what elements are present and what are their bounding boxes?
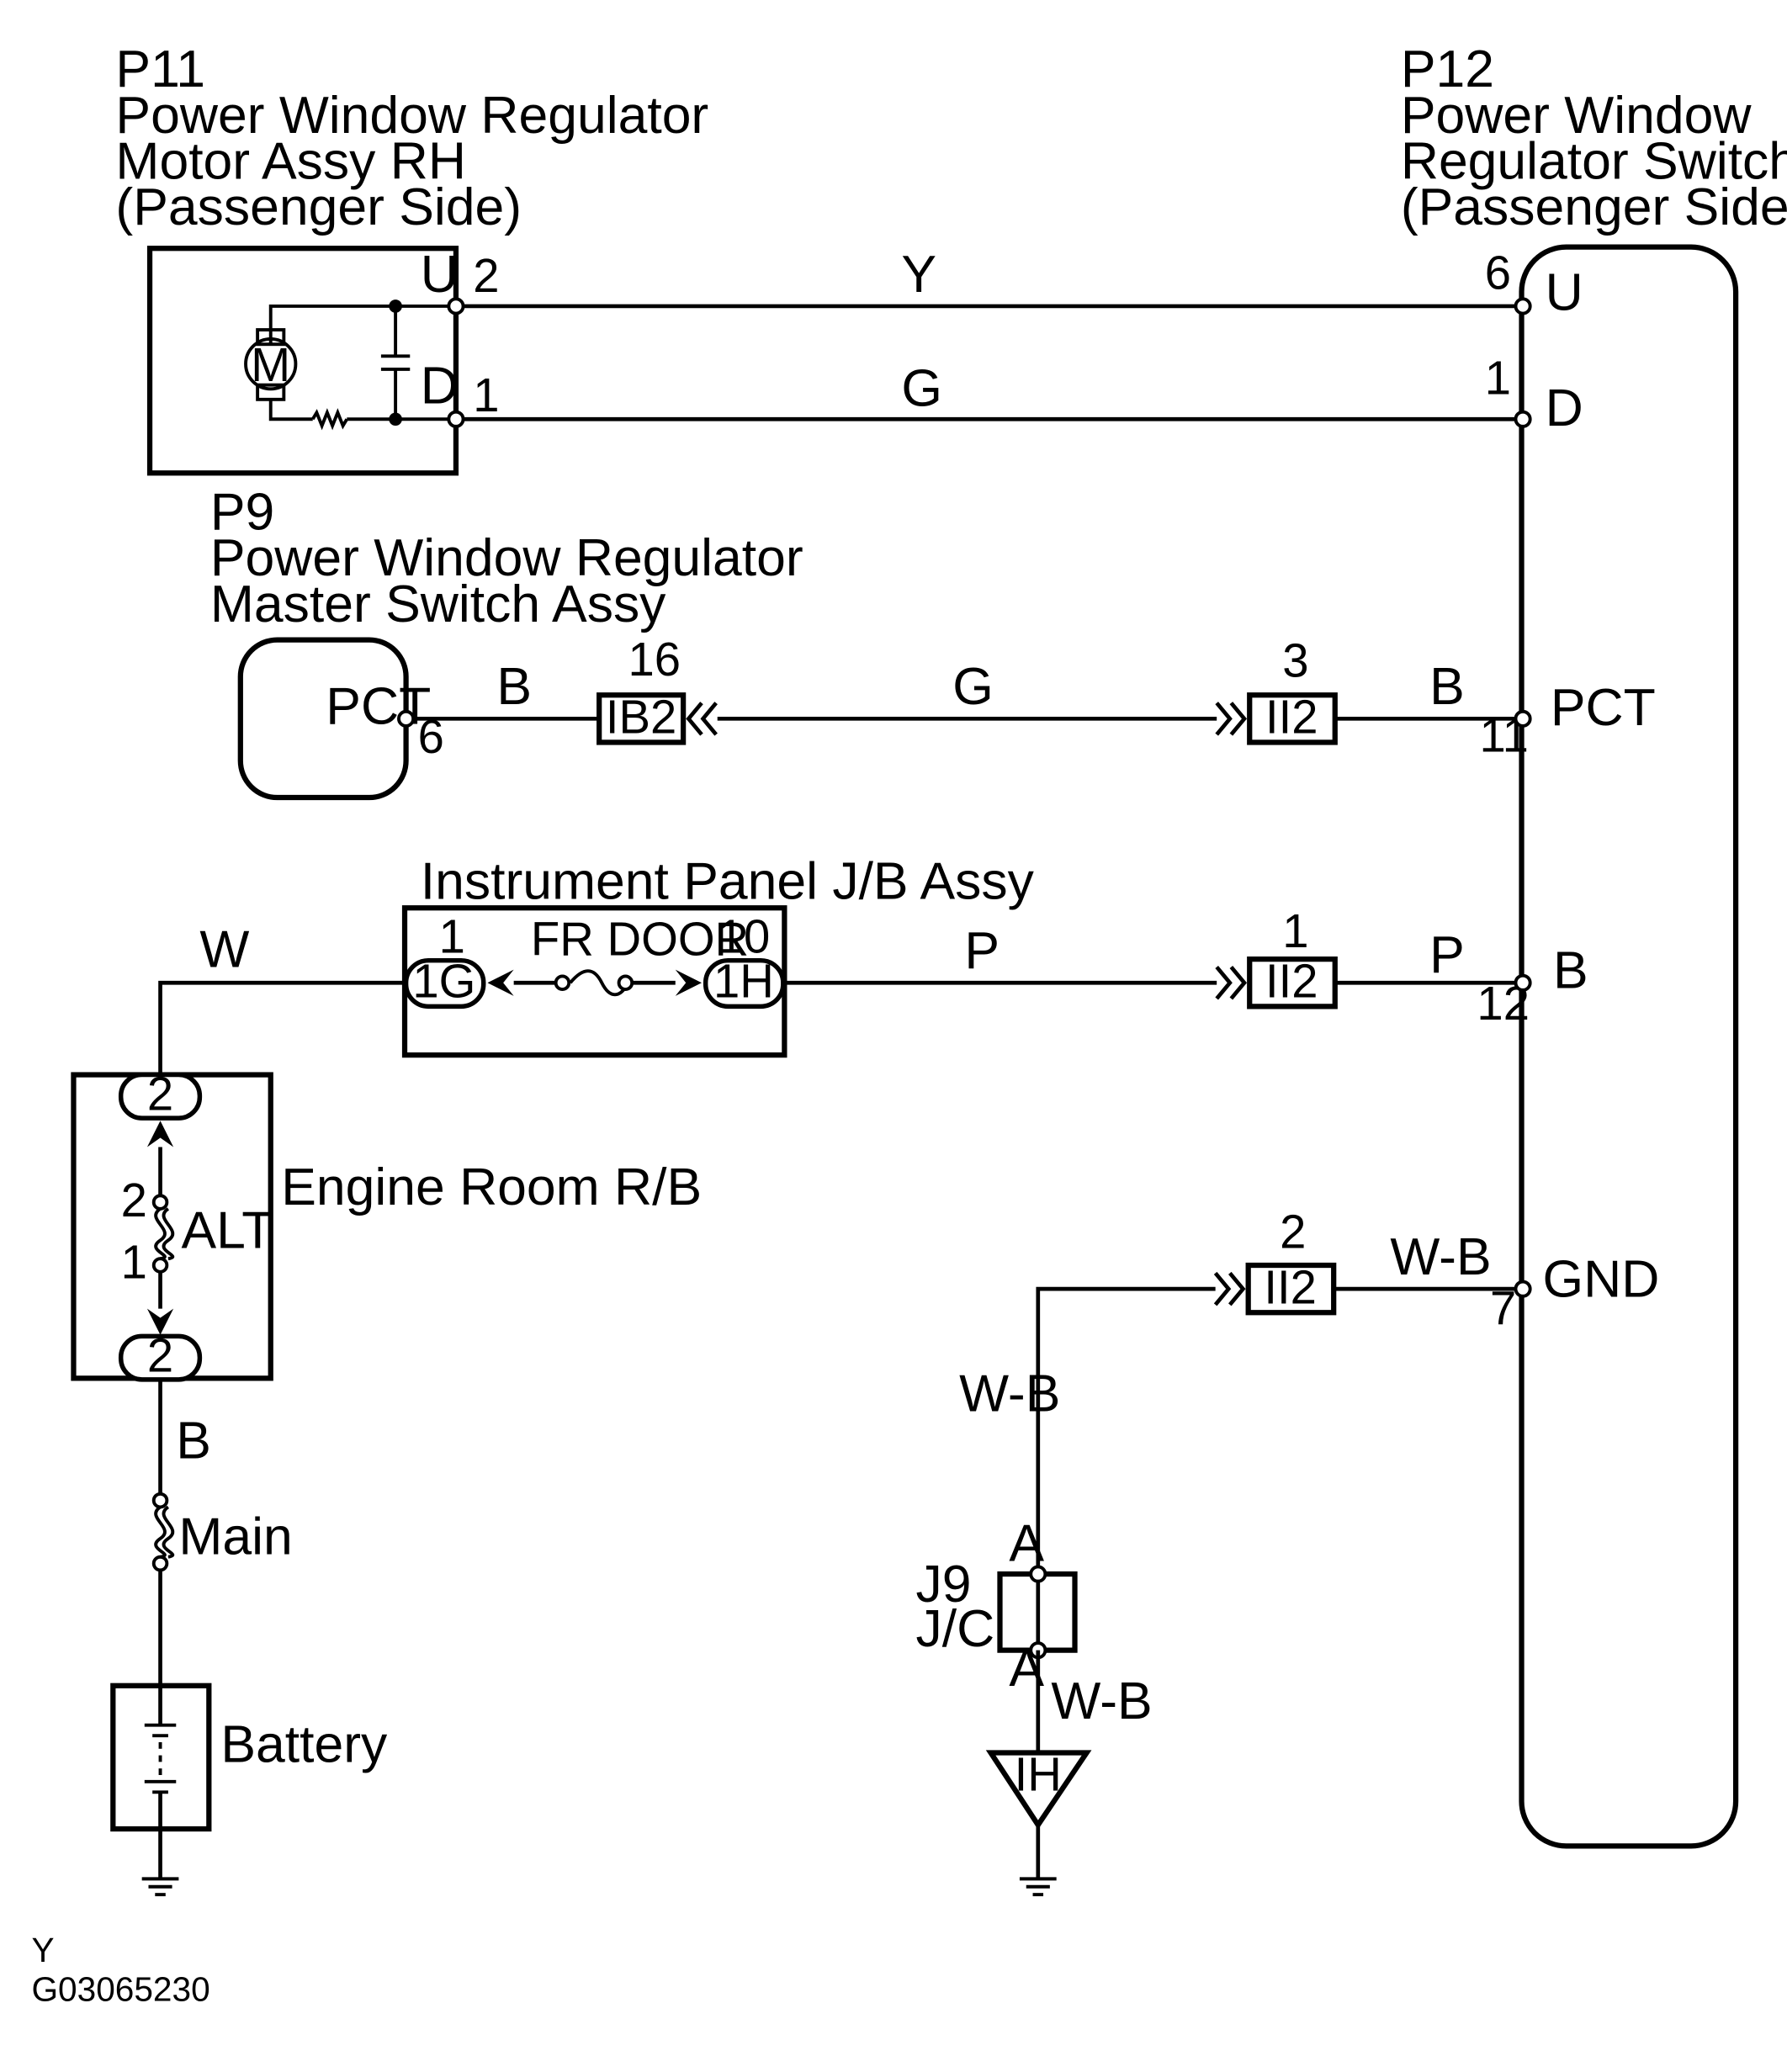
motor-symbol xyxy=(244,337,298,391)
connector-ib2-name: IB2 xyxy=(606,691,676,744)
p12-switch-assy: P12 Power Window Regulator Switch Assy (… xyxy=(1401,40,1787,1849)
pct-mid-wire-color: G xyxy=(952,657,994,716)
p12-name-line2: Regulator Switch Assy xyxy=(1401,131,1787,190)
ih-ground-icon xyxy=(1019,1877,1057,1897)
p11-housing xyxy=(146,246,459,476)
jc-name: J/C xyxy=(916,1599,995,1658)
connector-ii2-b-pin: 1 xyxy=(1282,904,1308,957)
p12-terminal-d: D xyxy=(1546,379,1583,437)
p11-name-line3: (Passenger Side) xyxy=(115,178,522,236)
alt-pin-top: 2 xyxy=(121,1174,147,1227)
power-circuit: W P II2 1 P xyxy=(158,904,1532,1075)
pct-right-wire-color: B xyxy=(1429,657,1465,716)
b-left-wire-color: W xyxy=(199,920,249,979)
b-mid-wire-color: P xyxy=(964,921,1000,980)
jc-code: J9 xyxy=(916,1555,972,1614)
p9-code: P9 xyxy=(210,482,274,541)
figure-code: G03065230 xyxy=(31,1970,209,2009)
b-right-wire-color: P xyxy=(1429,925,1465,984)
connector-ii2-pct-name: II2 xyxy=(1265,691,1318,744)
rb-to-main-wire-color: B xyxy=(176,1412,211,1471)
rb-connector-top xyxy=(118,1072,203,1121)
gnd-vertical-wire-color: W-B xyxy=(959,1364,1060,1423)
wire-u-color: Y xyxy=(901,245,936,304)
p12-name-line1: Power Window xyxy=(1401,86,1752,145)
connector-ii2-pct-pin: 3 xyxy=(1282,633,1308,686)
jb-in-pin: 1 xyxy=(439,909,465,962)
p11-pin-u: 2 xyxy=(473,249,499,302)
ground-circuit: W-B II2 2 W-B A A J9 J/C W-B IH xyxy=(916,1206,1532,1897)
rb-title: Engine Room R/B xyxy=(281,1158,702,1216)
motor-wires: Y G xyxy=(447,245,1532,428)
p11-name-line2: Motor Assy RH xyxy=(115,131,466,190)
connector-ii2-pct xyxy=(1247,692,1338,745)
battery-label: Battery xyxy=(220,1714,388,1773)
main-fuse-name: Main xyxy=(178,1508,292,1566)
rb-connector-bottom-pin: 2 xyxy=(147,1329,173,1382)
p11-terminal-u: U xyxy=(421,245,459,304)
engine-room-rb: Engine Room R/B 2 2 ALT 1 2 xyxy=(71,1068,702,1382)
jb-fuse-name: FR DOOR xyxy=(531,912,749,965)
p9-name-line2: Master Switch Assy xyxy=(210,575,666,633)
alt-fuse-name: ALT xyxy=(182,1201,274,1260)
connector-ii2-gnd xyxy=(1245,1262,1337,1316)
p9-master-switch: P9 Power Window Regulator Master Switch … xyxy=(210,482,803,801)
p11-pin-d: 1 xyxy=(473,368,499,421)
battery-ground-icon xyxy=(141,1877,179,1897)
p12-terminal-gnd: GND xyxy=(1543,1250,1660,1309)
p12-housing xyxy=(1519,244,1739,1849)
jc-terminal-top: A xyxy=(1009,1513,1044,1572)
alt-pin-bot: 1 xyxy=(121,1236,147,1289)
p12-pin-d: 1 xyxy=(1485,352,1511,405)
ground-point-ih xyxy=(985,1750,1092,1830)
pct-left-wire-color: B xyxy=(496,657,532,716)
battery-circuit: B Main Battery xyxy=(110,1379,388,1897)
connector-ii2-b-name: II2 xyxy=(1265,954,1318,1007)
p11-code: P11 xyxy=(115,40,205,98)
jb-connector-1h-name: 1H xyxy=(713,954,774,1007)
p11-name-line1: Power Window Regulator xyxy=(115,86,708,145)
p12-pin-u: 6 xyxy=(1485,246,1511,299)
p11-terminal-d: D xyxy=(421,357,459,416)
motor-letter: M xyxy=(251,338,290,391)
p9-name-line1: Power Window Regulator xyxy=(210,528,803,587)
connector-ib2 xyxy=(597,692,687,745)
p12-code: P12 xyxy=(1401,40,1494,98)
rb-connector-top-pin: 2 xyxy=(147,1068,173,1121)
p12-terminal-u: U xyxy=(1546,263,1583,322)
jb-title: Instrument Panel J/B Assy xyxy=(421,851,1035,910)
wire-d-color: G xyxy=(901,359,942,418)
p9-terminal-pct: PCT xyxy=(326,677,431,736)
jb-connector-1g-name: 1G xyxy=(412,954,475,1007)
p12-terminal-pct: PCT xyxy=(1551,678,1656,737)
p11-motor-assy: P11 Power Window Regulator Motor Assy RH… xyxy=(115,40,708,476)
p12-terminal-b: B xyxy=(1553,941,1588,999)
gnd-right-wire-color: W-B xyxy=(1390,1227,1491,1286)
jb-out-pin: 10 xyxy=(718,909,771,962)
connector-ii2-gnd-name: II2 xyxy=(1264,1260,1317,1313)
instrument-panel-jb: Instrument Panel J/B Assy 1 10 FR DOOR 1… xyxy=(401,851,1035,1058)
ground-point-name: IH xyxy=(1015,1748,1062,1801)
footer-line1: Y xyxy=(31,1931,54,1969)
pct-circuit: B G B IB2 16 II2 3 xyxy=(397,633,1532,745)
connector-ii2-gnd-pin: 2 xyxy=(1280,1206,1306,1259)
connector-ib2-pin: 16 xyxy=(628,633,681,686)
p12-name-line3: (Passenger Side) xyxy=(1401,178,1787,236)
gnd-bottom-wire-color: W-B xyxy=(1051,1672,1152,1730)
